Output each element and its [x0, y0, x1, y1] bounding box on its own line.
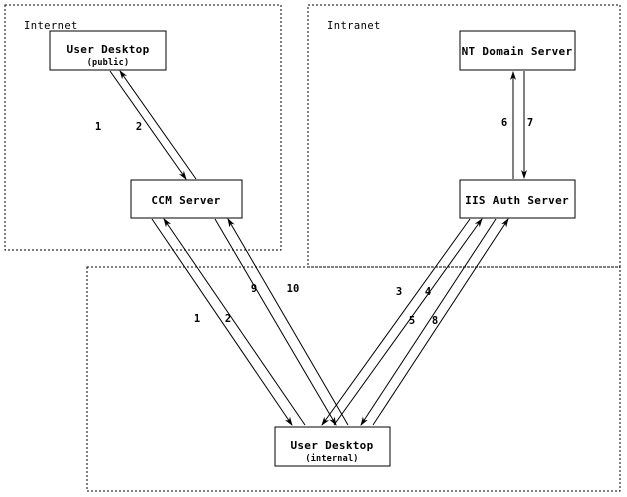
flow-arrow-8-internal-to-iis — [372, 218, 509, 426]
flow-arrow-9-ccm-to-internal — [214, 218, 337, 426]
node-title-user-desktop-internal: User Desktop — [290, 439, 373, 452]
zone-label-intranet: Intranet — [327, 20, 381, 32]
zone-labels: Internet Intranet — [24, 20, 381, 32]
node-title-iis-auth-server: IIS Auth Server — [465, 194, 569, 207]
node-subtitle-user-desktop-public: (public) — [87, 57, 130, 68]
flow-step-label-1a: 1 — [95, 121, 101, 133]
flow-arrow-2-internal-to-ccm — [163, 218, 306, 426]
zone-internet-boundary — [4, 4, 282, 251]
flow-arrows — [109, 70, 527, 426]
node-title-ccm-server: CCM Server — [151, 194, 220, 207]
flow-arrow-4-internal-to-iis — [333, 218, 483, 426]
node-boxes — [49, 30, 576, 467]
node-title-nt-domain-server: NT Domain Server — [462, 45, 573, 58]
flow-arrow-5-iis-to-internal — [360, 218, 497, 426]
node-subtitle-user-desktop-internal: (internal) — [305, 453, 358, 464]
flow-arrow-3-iis-to-internal — [321, 218, 471, 426]
node-labels: User Desktop (public) CCM Server NT Doma… — [66, 43, 572, 464]
flow-step-label-9: 9 — [251, 283, 257, 295]
node-box-iis-auth-server[interactable] — [459, 179, 576, 219]
zone-label-internet: Internet — [24, 20, 78, 32]
flow-step-label-2b: 2 — [225, 313, 231, 325]
flow-step-label-2a: 2 — [136, 121, 142, 133]
node-box-ccm-server[interactable] — [130, 179, 243, 219]
node-box-user-desktop-internal[interactable] — [274, 426, 391, 467]
flow-arrow-1-public-to-ccm — [109, 70, 187, 180]
flow-step-label-7: 7 — [527, 117, 533, 129]
zone-internal-boundary — [86, 266, 621, 492]
node-box-nt-domain-server[interactable] — [459, 30, 576, 71]
flow-step-label-1b: 1 — [194, 313, 200, 325]
flow-step-label-6: 6 — [501, 117, 507, 129]
flow-arrow-2-ccm-to-public — [119, 70, 197, 180]
flow-step-label-5: 5 — [409, 315, 415, 327]
flow-arrow-1-ccm-to-internal — [151, 218, 293, 426]
flow-step-labels: 1 2 1 2 9 10 3 4 5 8 6 7 — [95, 117, 533, 327]
node-title-user-desktop-public: User Desktop — [66, 43, 149, 56]
flow-arrow-10-internal-to-ccm — [227, 218, 349, 426]
flow-step-label-4: 4 — [425, 286, 431, 298]
flow-step-label-8: 8 — [432, 315, 438, 327]
flow-step-label-3: 3 — [396, 286, 402, 298]
zone-boundaries — [4, 4, 621, 492]
node-box-user-desktop-public[interactable] — [49, 30, 167, 71]
flow-step-label-10: 10 — [287, 283, 300, 295]
